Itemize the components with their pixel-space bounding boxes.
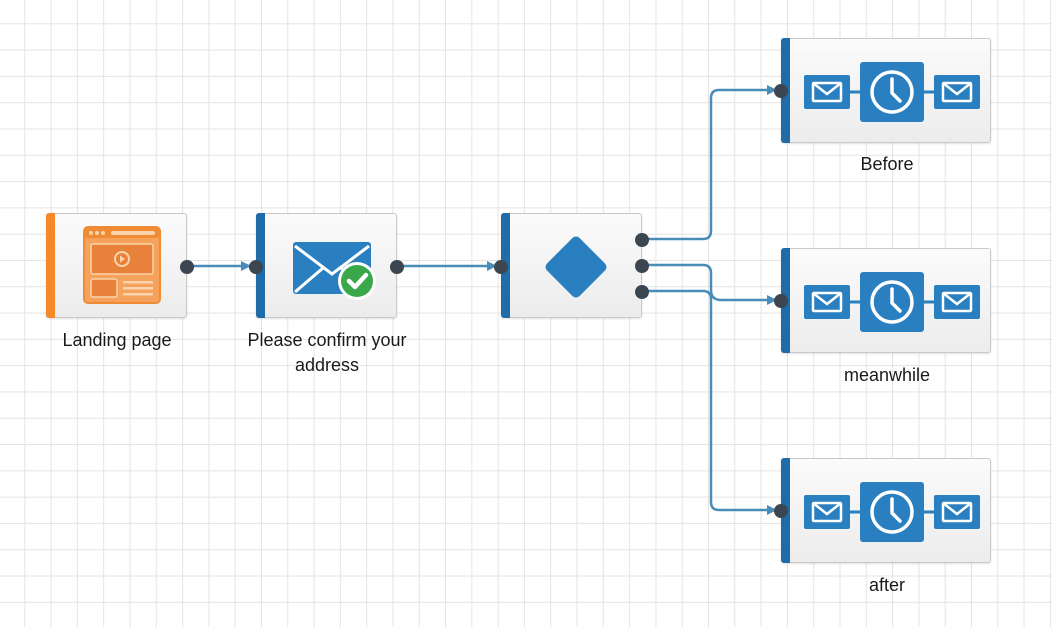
diamond-icon: [545, 236, 607, 298]
email-clock-email-icon: [804, 272, 980, 332]
edge-condition-to-after: [647, 289, 777, 515]
email-clock-email-icon: [804, 482, 980, 542]
sequence-node-before[interactable]: [774, 38, 991, 143]
input-port[interactable]: [249, 260, 263, 274]
output-port-3[interactable]: [635, 285, 649, 299]
condition-node[interactable]: [494, 213, 649, 318]
output-port-2[interactable]: [635, 259, 649, 273]
confirm-email-label: Please confirm your address: [247, 330, 407, 375]
confirm-email-node[interactable]: [249, 213, 404, 318]
email-confirm-icon: [293, 242, 376, 300]
edge-condition-to-before: [647, 85, 777, 241]
node-accent-bar: [46, 213, 55, 318]
input-port[interactable]: [774, 294, 788, 308]
sequence-node-after[interactable]: [774, 458, 991, 563]
input-port[interactable]: [774, 84, 788, 98]
input-port[interactable]: [774, 504, 788, 518]
output-port[interactable]: [180, 260, 194, 274]
output-port[interactable]: [390, 260, 404, 274]
sequence-after-label: after: [868, 575, 906, 595]
landing-page-icon: [83, 226, 161, 304]
landing-page-node[interactable]: [46, 213, 194, 318]
edge-condition-to-meanwhile: [647, 263, 777, 305]
input-port[interactable]: [494, 260, 508, 274]
output-port-1[interactable]: [635, 233, 649, 247]
landing-page-label: Landing page: [62, 330, 172, 350]
sequence-node-meanwhile[interactable]: [774, 248, 991, 353]
sequence-before-label: Before: [860, 154, 914, 174]
sequence-meanwhile-label: meanwhile: [843, 365, 931, 385]
email-clock-email-icon: [804, 62, 980, 122]
